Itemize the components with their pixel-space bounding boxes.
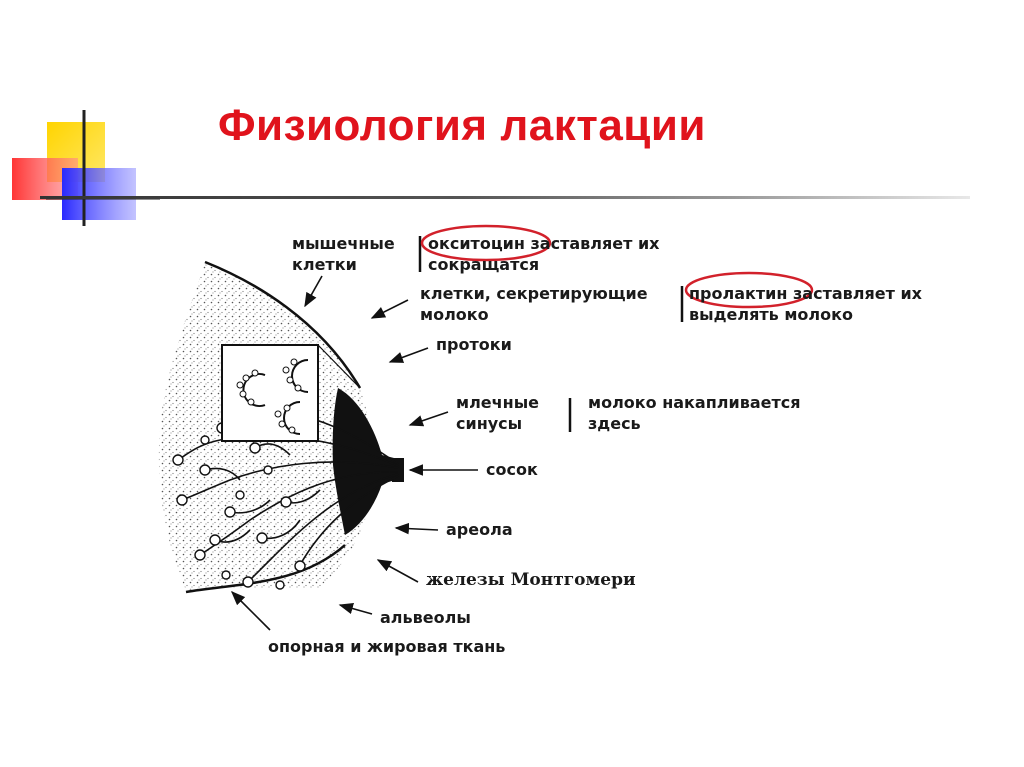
label-sinuses-line1: млечные bbox=[456, 393, 540, 412]
label-sinus-note-line2: здесь bbox=[588, 414, 641, 433]
label-sinuses-line2: синусы bbox=[456, 414, 523, 433]
label-muscle-cells: мышечные клетки bbox=[292, 233, 395, 275]
label-support-tissue: опорная и жировая ткань bbox=[268, 637, 506, 656]
label-prolactin-line2: выделять молоко bbox=[689, 305, 853, 324]
inset-cells bbox=[236, 358, 302, 434]
label-oxytocin-line1: окситоцин заставляет их bbox=[428, 234, 660, 253]
slide-title: Физиология лактации bbox=[218, 101, 706, 150]
label-prolactin-note: пролактин заставляет их выделять молоко bbox=[689, 283, 922, 325]
label-muscle-cells-line2: клетки bbox=[292, 255, 357, 274]
label-milk-sinuses: млечные синусы bbox=[456, 392, 539, 434]
label-arrows bbox=[230, 275, 478, 631]
oxytocin-highlight-circle bbox=[420, 224, 552, 262]
label-secreting-cells: клетки, секретирующие молоко bbox=[420, 283, 648, 325]
blue-square bbox=[62, 168, 136, 220]
magnified-inset bbox=[221, 344, 319, 442]
lower-skin-outline bbox=[185, 544, 346, 594]
alveoli-clusters bbox=[172, 409, 306, 590]
upper-skin-outline bbox=[204, 260, 362, 389]
label-muscle-cells-line1: мышечные bbox=[292, 234, 395, 253]
label-sinus-note-line1: молоко накапливается bbox=[588, 393, 801, 412]
label-prolactin-line1: пролактин заставляет их bbox=[689, 284, 922, 303]
label-oxytocin-note: окситоцин заставляет их сокращатся bbox=[428, 233, 660, 275]
label-alveoli: альвеолы bbox=[380, 608, 471, 627]
title-underline bbox=[40, 196, 970, 199]
label-secreting-line1: клетки, секретирующие bbox=[420, 284, 648, 303]
label-montgomery-glands: железы Монтгомери bbox=[426, 570, 636, 590]
prolactin-highlight-circle bbox=[684, 271, 814, 309]
label-oxytocin-line2: сокращатся bbox=[428, 255, 540, 274]
label-areola: ареола bbox=[446, 520, 513, 539]
inset-connector bbox=[317, 344, 361, 389]
label-sinus-note: молоко накапливается здесь bbox=[588, 392, 801, 434]
label-ducts: протоки bbox=[436, 335, 512, 354]
label-nipple: сосок bbox=[486, 460, 538, 479]
label-secreting-line2: молоко bbox=[420, 305, 489, 324]
areola-dark-area bbox=[332, 388, 402, 535]
